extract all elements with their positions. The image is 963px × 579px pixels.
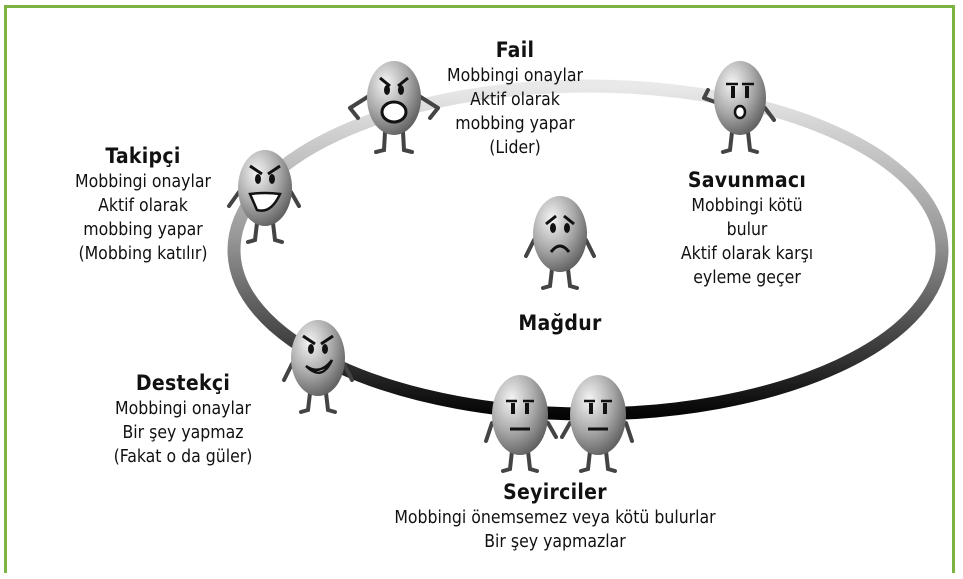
destekci-character xyxy=(282,320,354,414)
magdur-character xyxy=(524,196,596,290)
role-seyirciler-line-1: Mobbingi önemsemez veya kötü bulurlar xyxy=(394,508,716,528)
role-takipci-line-1: Mobbingi onaylar xyxy=(74,172,211,192)
seyirciler-character-right xyxy=(560,375,634,473)
role-destekci-title: Destekçi xyxy=(135,371,231,395)
role-destekci-line-3: (Fakat o da güler) xyxy=(113,447,253,467)
role-destekci-line-2: Bir şey yapmaz xyxy=(122,423,244,443)
savunmaci-character xyxy=(702,61,776,154)
role-destekci: Destekçi Mobbingi onaylar Bir şey yapmaz… xyxy=(88,369,278,469)
role-savunmaci-line-1: Mobbingi kötü xyxy=(691,196,803,216)
role-seyirciler-title: Seyirciler xyxy=(503,480,607,504)
role-takipci-title: Takipçi xyxy=(105,144,181,168)
role-takipci: Takipçi Mobbingi onaylar Aktif olarak mo… xyxy=(48,142,238,266)
role-magdur-title: Mağdur xyxy=(518,311,602,335)
seyirciler-character-left xyxy=(484,375,558,473)
role-savunmaci-line-4: eyleme geçer xyxy=(693,268,801,288)
role-fail: Fail Mobbingi onaylar Aktif olarak mobbi… xyxy=(420,36,610,160)
role-savunmaci-line-3: Aktif olarak karşı xyxy=(680,244,814,264)
role-magdur: Mağdur xyxy=(490,309,630,337)
takipci-character xyxy=(227,150,301,244)
role-fail-line-3: mobbing yapar xyxy=(455,114,575,134)
role-savunmaci-line-2: bulur xyxy=(726,220,768,240)
role-seyirciler-line-2: Bir şey yapmazlar xyxy=(484,532,626,552)
role-savunmaci-title: Savunmacı xyxy=(687,168,807,192)
role-fail-line-1: Mobbingi onaylar xyxy=(446,66,583,86)
role-takipci-line-4: (Mobbing katılır) xyxy=(78,244,208,264)
role-fail-line-2: Aktif olarak xyxy=(470,90,560,110)
role-seyirciler: Seyirciler Mobbingi önemsemez veya kötü … xyxy=(355,478,755,554)
role-takipci-line-2: Aktif olarak xyxy=(98,196,188,216)
role-takipci-line-3: mobbing yapar xyxy=(83,220,203,240)
diagram-frame xyxy=(4,5,955,573)
fail-character xyxy=(348,61,440,154)
role-savunmaci: Savunmacı Mobbingi kötü bulur Aktif olar… xyxy=(652,166,842,290)
role-destekci-line-1: Mobbingi onaylar xyxy=(114,399,251,419)
role-fail-line-4: (Lider) xyxy=(489,138,541,158)
role-fail-title: Fail xyxy=(495,38,535,62)
